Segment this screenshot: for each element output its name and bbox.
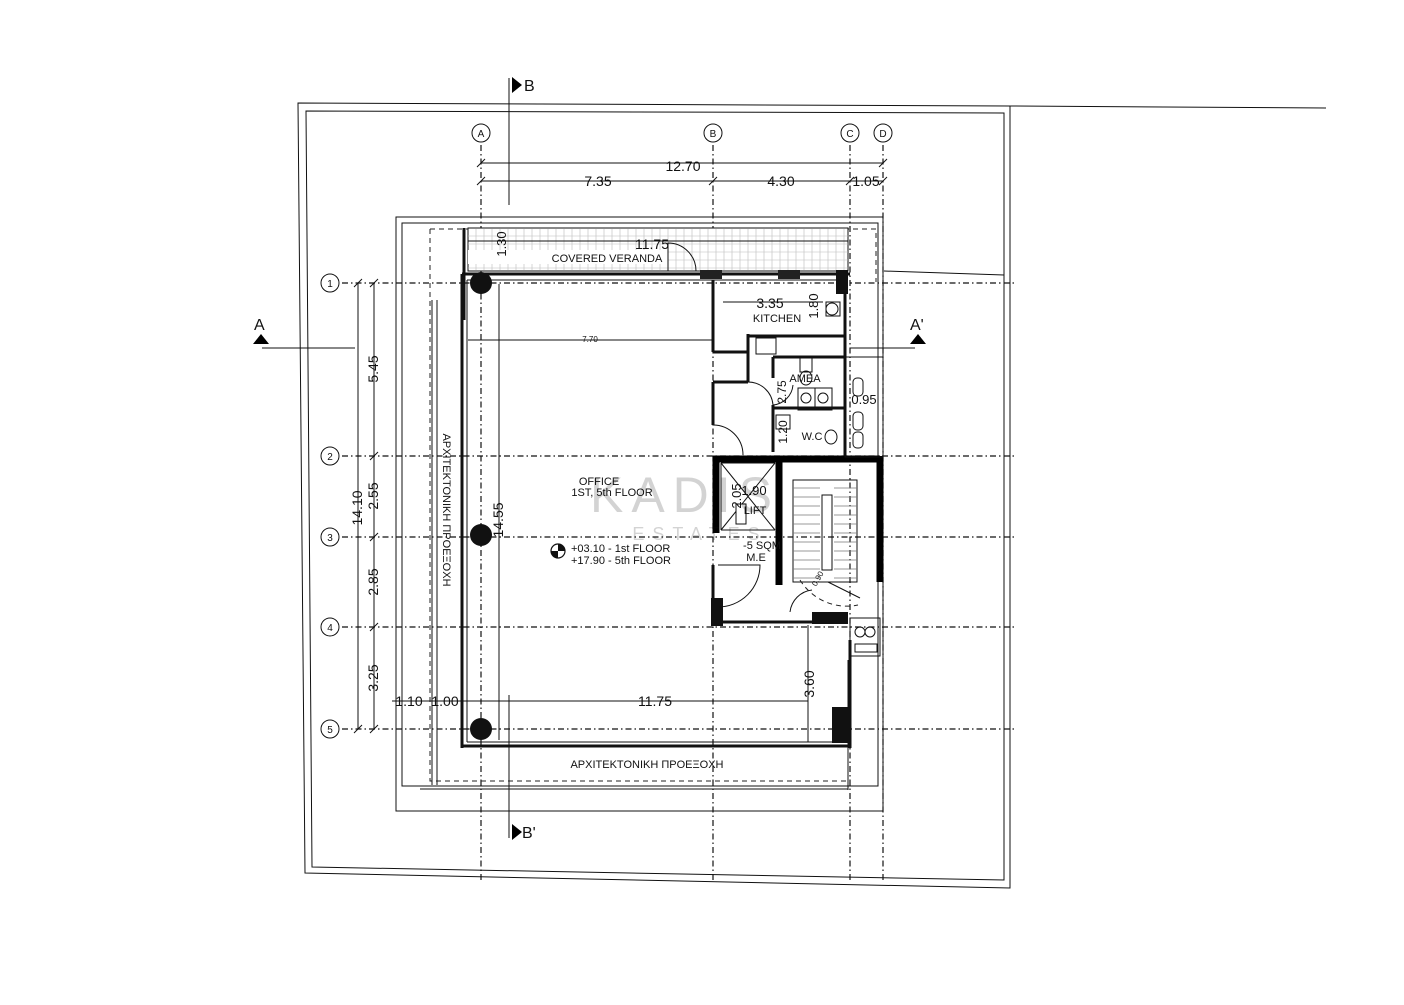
covered-veranda: COVERED VERANDA 11.75 1.30 xyxy=(462,227,849,320)
dim-top-bc: 4.30 xyxy=(767,173,794,189)
lift-stair-core xyxy=(711,455,884,626)
grid-col-a: A xyxy=(478,129,485,140)
wc-label: W.C xyxy=(802,431,823,443)
row-grid-bubbles: 1 2 3 4 5 xyxy=(320,273,340,739)
dim-office-depth: 14.55 xyxy=(490,502,506,537)
row-grid-lines xyxy=(342,282,1016,730)
dim-wc-d2: 1.20 xyxy=(776,420,790,444)
grid-col-c: C xyxy=(846,129,853,140)
grid-col-d: D xyxy=(879,129,886,140)
column-grid-bubbles: A B C D xyxy=(471,123,893,143)
amea-toilet-icon xyxy=(799,357,813,373)
dim-top-cd: 1.05 xyxy=(852,173,879,189)
dim-top-total: 12.70 xyxy=(665,158,700,174)
me-label: M.E xyxy=(746,552,766,564)
section-b-top: B xyxy=(524,78,535,95)
veranda-label: COVERED VERANDA xyxy=(552,253,663,265)
projection-left-label: ΑΡΧΙΤΕΚΤΟΝΙΚΗ ΠΡΟΕΞΟΧΗ xyxy=(440,433,452,586)
section-a-left: A xyxy=(254,317,265,334)
dim-stair-landing: 0.90 xyxy=(810,569,826,587)
top-dimensions: 12.70 7.35 4.30 1.05 xyxy=(476,158,888,189)
dim-veranda-depth: 1.30 xyxy=(494,231,509,256)
me-area-label: -5 SQM xyxy=(743,540,781,552)
section-a-arrow-icon xyxy=(253,334,269,344)
grid-row-3: 3 xyxy=(327,533,333,544)
dim-left-23: 2.55 xyxy=(365,482,381,509)
watermark-logo: KADIS ESTATES xyxy=(590,467,780,544)
dim-wc-w: 0.95 xyxy=(851,392,876,407)
dim-kitchen-w: 3.35 xyxy=(756,295,783,311)
section-b-arrow-icon xyxy=(512,77,522,93)
level-fifth: +17.90 - 5th FLOOR xyxy=(571,555,671,567)
dim-wc-d1: 2.75 xyxy=(775,380,789,404)
watermark-brand: KADIS xyxy=(590,467,780,523)
plot-boundary xyxy=(297,102,1327,889)
grid-row-4: 4 xyxy=(327,623,333,634)
amea-label: AMEA xyxy=(789,373,821,385)
veranda-tile-pattern xyxy=(468,229,848,270)
dim-office-width: 7.70 xyxy=(582,335,598,344)
room-labels: KITCHEN 3.35 1.80 AMEA 2.75 0.95 W.C 1.2… xyxy=(440,293,877,771)
grid-row-2: 2 xyxy=(327,452,333,463)
dim-bottom-length: 11.75 xyxy=(638,693,672,709)
left-dimensions: 14.10 5.45 2.55 2.85 3.25 xyxy=(349,278,381,734)
office-label: OFFICE xyxy=(579,476,619,488)
dim-lift-d: 2.05 xyxy=(729,483,744,508)
grid-row-1: 1 xyxy=(327,279,333,290)
kitchen-label: KITCHEN xyxy=(753,313,801,325)
dim-left-12: 5.45 xyxy=(365,355,381,382)
lift-label: LIFT xyxy=(744,505,767,517)
office-floors-label: 1ST, 5th FLOOR xyxy=(571,487,652,499)
projection-bottom-label: ΑΡΧΙΤΕΚΤΟΝΙΚΗ ΠΡΟΕΞΟΧΗ xyxy=(570,759,723,771)
dim-bottom-l2: 1.00 xyxy=(431,693,458,709)
dim-left-45: 3.25 xyxy=(365,664,381,691)
dim-veranda-length: 11.75 xyxy=(635,236,669,252)
kitchen-sink-icon xyxy=(825,302,839,316)
dim-bottom-l1: 1.10 xyxy=(395,693,422,709)
sanitary-fixtures xyxy=(775,301,884,657)
office-dimensions: 7.70 14.55 11.75 1.10 1.00 3.60 xyxy=(392,284,817,742)
level-first: +03.10 - 1st FLOOR xyxy=(571,543,670,555)
dim-left-34: 2.85 xyxy=(365,568,381,595)
grid-row-5: 5 xyxy=(327,725,333,736)
grid-col-b: B xyxy=(710,129,717,140)
dim-kitchen-d: 1.80 xyxy=(806,293,821,318)
structural-columns xyxy=(470,272,492,740)
dim-left-total: 14.10 xyxy=(349,490,365,525)
exterior-walls xyxy=(460,270,852,748)
level-marker: +03.10 - 1st FLOOR +17.90 - 5th FLOOR xyxy=(550,543,671,567)
dim-bottom-right: 3.60 xyxy=(801,670,817,697)
section-b-bottom: B' xyxy=(522,825,536,842)
section-a-right: A' xyxy=(910,317,924,334)
section-b-bottom-arrow-icon xyxy=(512,824,522,840)
dim-top-ab: 7.35 xyxy=(584,173,611,189)
dim-lift-w: 1.90 xyxy=(741,483,766,498)
watermark-sub: ESTATES xyxy=(632,524,767,544)
wc-toilet-icon xyxy=(824,429,838,445)
section-a-prime-arrow-icon xyxy=(910,334,926,344)
